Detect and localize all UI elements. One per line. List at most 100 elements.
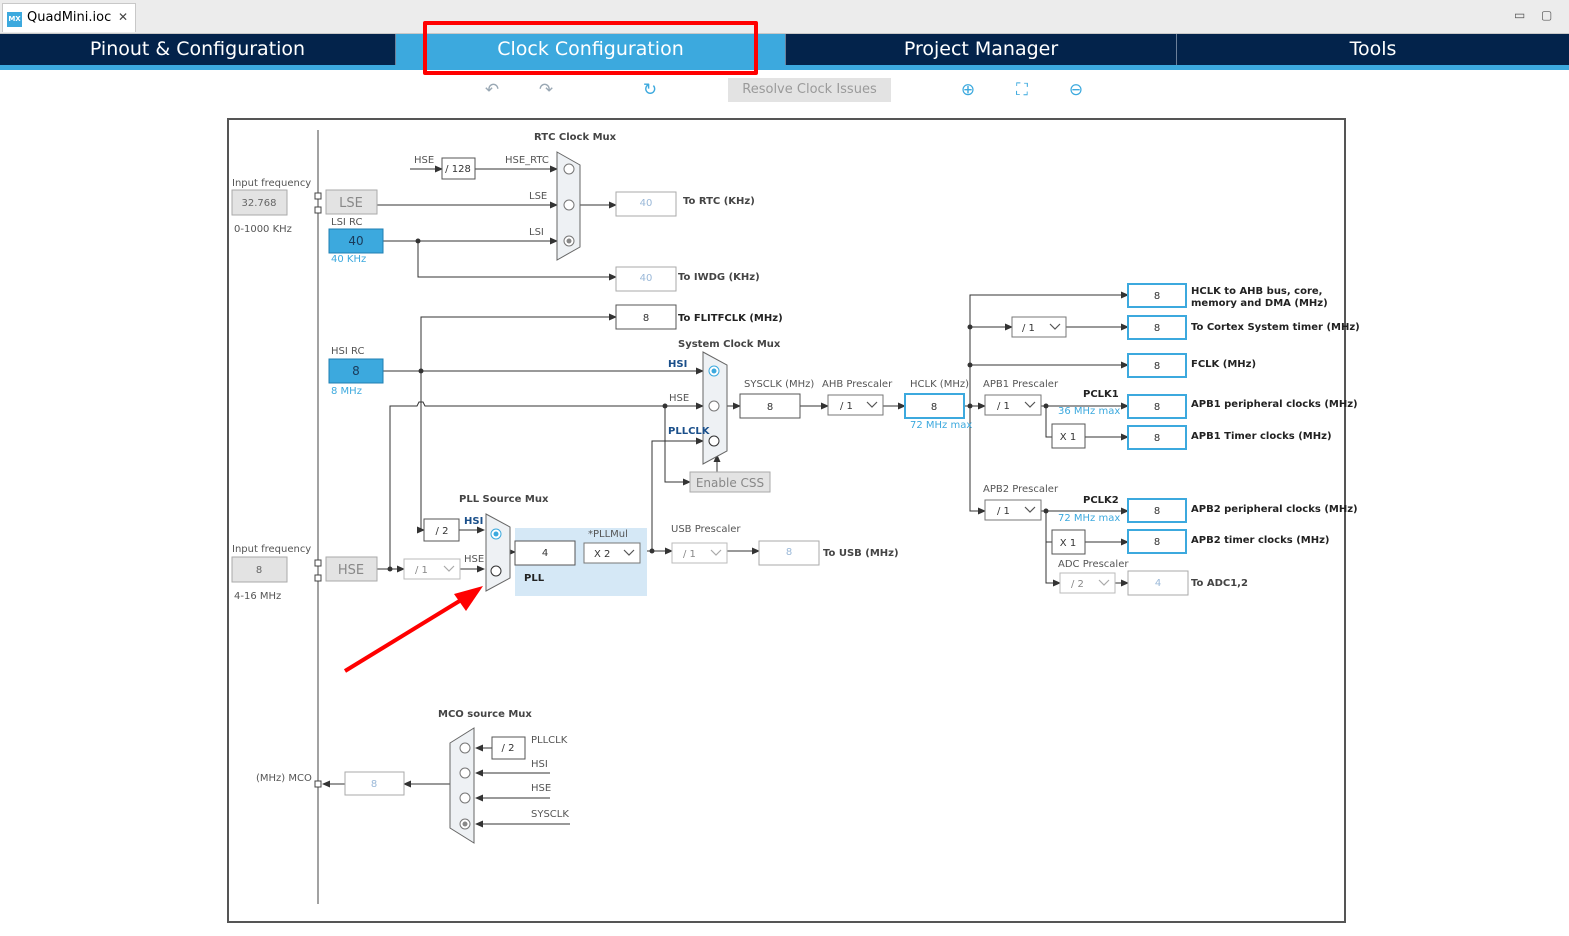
rtc-radio-lse[interactable] (563, 199, 575, 211)
iwdg-output (615, 266, 677, 292)
close-icon[interactable]: ✕ (118, 10, 129, 24)
apb2-timer-output[interactable] (1127, 529, 1187, 554)
pll-source-mux-title: PLL Source Mux (459, 494, 549, 505)
pll-src-hse-label: HSE (464, 554, 484, 565)
tab-project-manager[interactable]: Project Manager (903, 38, 1059, 60)
usb-prescaler-select[interactable] (671, 542, 728, 564)
hse-prediv-value: / 1 (415, 565, 428, 576)
apb1-timer-label: APB1 Timer clocks (MHz) (1191, 431, 1332, 442)
apb2-timer-value: 8 (1154, 537, 1160, 548)
hsi-rc-label: HSI RC (331, 346, 364, 357)
apb2-prescaler-select[interactable] (984, 499, 1042, 521)
fclk-label: FCLK (MHz) (1191, 359, 1256, 370)
apb2-peripheral-output[interactable] (1127, 498, 1187, 523)
mco-radio-hse[interactable] (459, 792, 471, 804)
rtc-radio-hse[interactable] (563, 163, 575, 175)
hse-block-label: HSE (338, 563, 364, 578)
rtc-output-label: To RTC (KHz) (683, 196, 755, 207)
tab-clock-configuration[interactable]: Clock Configuration (396, 34, 785, 65)
hse-input-frequency[interactable] (231, 556, 288, 583)
zoom-out-icon[interactable]: ⊖ (1068, 80, 1084, 100)
mco-sysclk-label: SYSCLK (531, 809, 569, 820)
pclk2-max-label: 72 MHz max (1058, 513, 1120, 524)
adc-prescaler-select[interactable] (1059, 572, 1116, 594)
refresh-icon[interactable]: ↻ (642, 80, 658, 100)
tab-tools[interactable]: Tools (1349, 38, 1397, 60)
file-name: QuadMini.ioc (27, 10, 112, 25)
hclk-max-label: 72 MHz max (910, 420, 972, 431)
hse-range-label: 4-16 MHz (234, 591, 281, 602)
file-tab[interactable]: MX QuadMini.ioc ✕ (2, 3, 136, 32)
apb2-peripheral-value: 8 (1154, 506, 1160, 517)
apb1-timer-multiplier (1051, 423, 1086, 449)
hclk-value-box[interactable] (904, 393, 965, 419)
usb-prescaler-label: USB Prescaler (671, 524, 741, 535)
hse-input-value: 8 (256, 565, 262, 576)
resolve-clock-issues-button[interactable]: Resolve Clock Issues (728, 78, 891, 102)
sysclk-hse-label: HSE (669, 393, 689, 404)
pllmul-select[interactable] (583, 542, 641, 564)
div128-label: / 128 (445, 164, 471, 175)
fclk-output[interactable] (1127, 353, 1187, 378)
hse-prediv-select[interactable] (403, 558, 461, 580)
mco-radio-hsi[interactable] (459, 767, 471, 779)
pll-source-mux (485, 513, 511, 592)
maximize-icon[interactable]: ▢ (1541, 8, 1553, 22)
enable-css-button[interactable] (689, 471, 771, 493)
tab-pinout-configuration[interactable]: Pinout & Configuration (89, 38, 306, 60)
adc-output (1127, 570, 1189, 596)
apb2-timer-label: APB2 timer clocks (MHz) (1191, 535, 1329, 546)
apb1-peripheral-output[interactable] (1127, 394, 1187, 419)
sysclk-radio-hse[interactable] (708, 400, 720, 412)
hse-rtc-signal-label: HSE_RTC (505, 155, 549, 166)
iwdg-value: 40 (640, 273, 653, 284)
lse-input-frequency[interactable] (231, 189, 288, 216)
apb1-peripheral-label: APB1 peripheral clocks (MHz) (1191, 399, 1358, 410)
sysclk-value-box (739, 393, 801, 419)
adc-prescaler-label: ADC Prescaler (1058, 559, 1129, 570)
cortex-divider-select[interactable] (1011, 316, 1067, 338)
mco-pllclk-label: PLLCLK (531, 735, 568, 746)
apb1-prescaler-select[interactable] (984, 394, 1042, 416)
flitfclk-label: To FLITFCLK (MHz) (678, 313, 783, 324)
usb-output (758, 540, 820, 566)
hsi-rc-block (328, 358, 384, 384)
pll-input-value-box (514, 540, 576, 566)
adc-output-label: To ADC1,2 (1191, 578, 1248, 589)
apb2-x1-label: X 1 (1060, 538, 1076, 549)
ahb-prescaler-select[interactable] (827, 394, 884, 416)
chevron-down-icon (1024, 401, 1036, 408)
rtc-hse-signal-label: HSE (414, 155, 434, 166)
tab-separator (395, 34, 396, 65)
fit-icon[interactable]: ⛶ (1016, 80, 1028, 100)
lsi-rc-block (328, 228, 384, 254)
ahb-prescaler-label: AHB Prescaler (822, 379, 893, 390)
mco-radio-pllclk[interactable] (459, 742, 471, 754)
mco-div2-block (491, 736, 526, 760)
usb-prescaler-value: / 1 (683, 549, 696, 560)
redo-icon[interactable]: ↷ (538, 80, 554, 100)
hse-input-frequency-label: Input frequency (232, 544, 311, 555)
rtc-value: 40 (640, 198, 653, 209)
pll-input-value: 4 (542, 548, 548, 559)
mco-mux-title: MCO source Mux (438, 709, 532, 720)
hsi-mhz-label: 8 MHz (331, 386, 362, 397)
pll-src-radio-hse[interactable] (490, 565, 502, 577)
apb1-prescaler-label: APB1 Prescaler (983, 379, 1059, 390)
pclk1-label: PCLK1 (1083, 389, 1119, 400)
zoom-in-icon[interactable]: ⊕ (960, 80, 976, 100)
apb1-timer-output[interactable] (1127, 425, 1187, 450)
hclk-ahb-output[interactable] (1127, 283, 1187, 308)
undo-icon[interactable]: ↶ (484, 80, 500, 100)
apb1-prescaler-value: / 1 (997, 401, 1010, 412)
lsi-rc-label: LSI RC (331, 217, 362, 228)
mco-output (344, 771, 405, 796)
annotation-highlight-box (423, 21, 758, 75)
ahb-prescaler-value: / 1 (840, 401, 853, 412)
sysclk-radio-pllclk[interactable] (708, 435, 720, 447)
minimize-icon[interactable]: ▭ (1514, 8, 1526, 22)
cortex-timer-output[interactable] (1127, 315, 1187, 340)
cortex-timer-label: To Cortex System timer (MHz) (1191, 322, 1360, 333)
mco-label: (MHz) MCO (256, 773, 312, 784)
